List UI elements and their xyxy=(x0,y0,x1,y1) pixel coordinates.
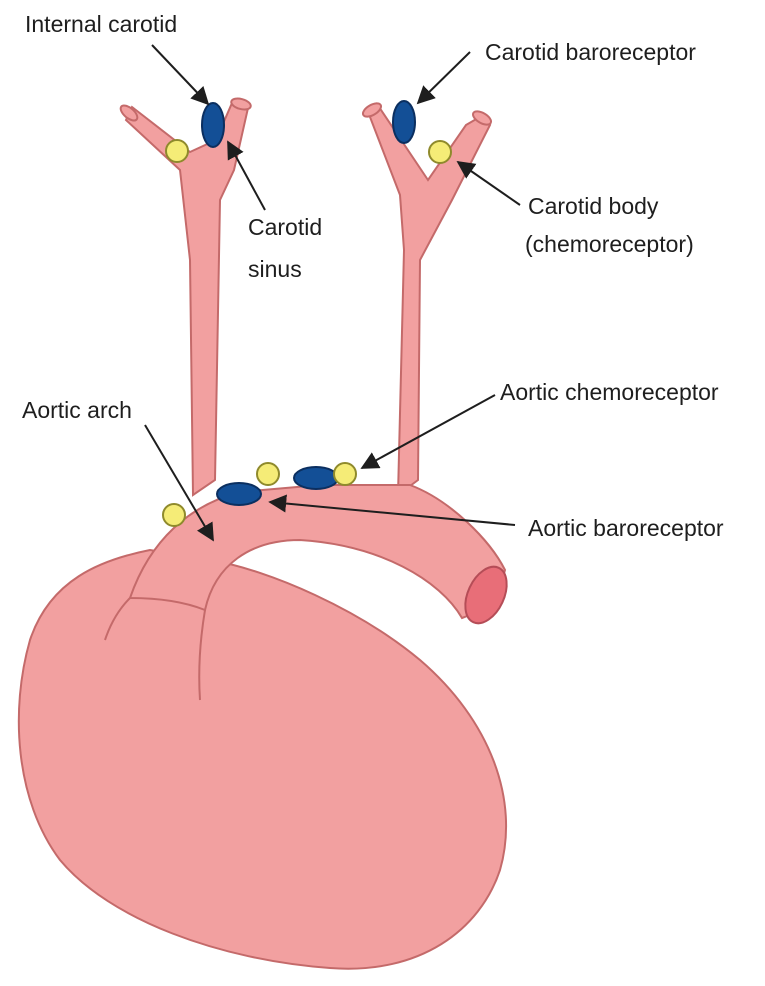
aortic-arch-chemoreceptor-icon xyxy=(163,504,185,526)
aortic-baroreceptor-label: Aortic baroreceptor xyxy=(528,515,724,541)
internal-carotid-label: Internal carotid xyxy=(25,11,177,37)
carotid-body-label-line1: Carotid body xyxy=(528,193,659,219)
right-carotid-body-icon xyxy=(429,141,451,163)
left-carotid-vessel xyxy=(126,103,248,495)
carotid-baroreceptor-arrow xyxy=(418,52,470,103)
left-carotid-baroreceptor-icon xyxy=(202,103,224,147)
internal-carotid-arrow xyxy=(152,45,208,104)
aortic-upper-baroreceptor-icon xyxy=(294,467,338,489)
carotid-body-label-line2: (chemoreceptor) xyxy=(525,231,694,257)
aortic-lower-baroreceptor-icon xyxy=(217,483,261,505)
carotid-sinus-label-line2: sinus xyxy=(248,256,302,282)
right-carotid-vessel xyxy=(370,104,490,495)
aortic-chemoreceptor-arrow xyxy=(362,395,495,468)
carotid-sinus-arrow xyxy=(228,142,265,210)
carotid-sinus-label-line1: Carotid xyxy=(248,214,322,240)
aortic-chemoreceptor-label: Aortic chemoreceptor xyxy=(500,379,719,405)
aortic-chemoreceptor-right-icon xyxy=(334,463,356,485)
heart-shape xyxy=(19,550,506,969)
carotid-baroreceptor-label: Carotid baroreceptor xyxy=(485,39,696,65)
aortic-arch-label: Aortic arch xyxy=(22,397,132,423)
left-carotid-body-icon xyxy=(166,140,188,162)
right-carotid-baroreceptor-icon xyxy=(393,101,415,143)
aortic-chemoreceptor-left-icon xyxy=(257,463,279,485)
carotid-body-arrow xyxy=(458,162,520,205)
